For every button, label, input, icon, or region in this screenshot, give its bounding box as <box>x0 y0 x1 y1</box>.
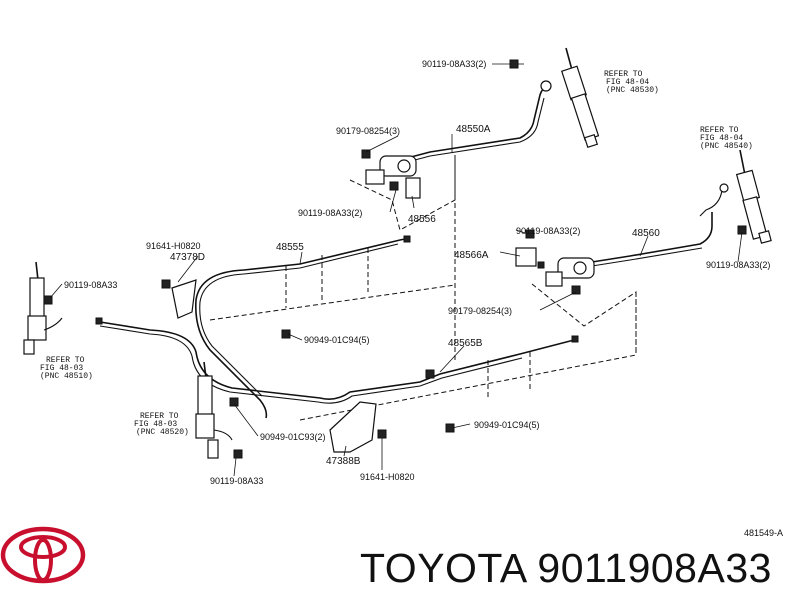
group-outline-right <box>531 283 637 355</box>
label-90119-08a33-right1: 90119-08A33(2) <box>516 226 580 236</box>
svg-text:(PNC 48530): (PNC 48530) <box>606 86 659 95</box>
brand-caption: TOYOTA 9011908A33 <box>360 545 772 591</box>
label-48555: 48555 <box>276 242 304 253</box>
label-90119-08a33-top: 90119-08A33(2) <box>422 59 486 69</box>
toyota-logo-icon <box>0 526 86 584</box>
svg-text:FIG 48-03: FIG 48-03 <box>40 364 83 373</box>
refer-block-48530: REFER TO FIG 48-04 (PNC 48530) <box>604 70 659 95</box>
svg-text:REFER TO: REFER TO <box>140 412 179 421</box>
label-90179-08254-top: 90179-08254(3) <box>336 126 400 136</box>
pipe-48555-clamps <box>285 248 369 308</box>
pipe-main-upper <box>194 269 268 419</box>
pipe-48555 <box>243 237 411 271</box>
label-47388b: 47388B <box>326 456 361 467</box>
pipe-main-upper-inner <box>199 273 263 397</box>
leader-lines <box>49 63 743 477</box>
label-90119-08a33-right2: 90119-08A33(2) <box>706 260 770 270</box>
label-48560: 48560 <box>632 228 660 239</box>
label-47378d: 47378D <box>170 252 205 263</box>
label-90119-08a33-left: 90119-08A33 <box>64 280 117 290</box>
label-90119-08a33-mid: 90119-08A33(2) <box>298 208 362 218</box>
group-outline-mid <box>209 284 456 321</box>
svg-text:(PNC 48520): (PNC 48520) <box>136 428 189 437</box>
label-90119-08a33-bottom: 90119-08A33 <box>210 476 263 486</box>
label-90949-01c94-b: 90949-01C94(5) <box>474 420 540 430</box>
pipe-48555-inner <box>243 243 399 275</box>
pipe-48560 <box>591 212 713 263</box>
svg-text:REFER TO: REFER TO <box>700 126 739 135</box>
label-diagram-number: 481549-A <box>744 528 783 538</box>
bracket-47378d <box>161 279 197 319</box>
refer-block-48520: REFER TO FIG 48-03 (PNC 48520) <box>134 412 189 437</box>
label-48566a: 48566A <box>454 250 489 261</box>
svg-text:(PNC 48540): (PNC 48540) <box>700 142 753 151</box>
shock-absorber-fr <box>195 361 243 459</box>
svg-text:REFER TO: REFER TO <box>604 70 643 79</box>
label-48565b: 48565B <box>448 338 483 349</box>
shock-absorber-rr-upper <box>540 47 600 149</box>
svg-text:REFER TO: REFER TO <box>46 356 85 365</box>
label-90179-08254-bottom: 90179-08254(3) <box>448 306 512 316</box>
shock-absorber-rr-right <box>699 149 772 244</box>
svg-text:FIG 48-03: FIG 48-03 <box>134 420 177 429</box>
refer-block-48510: REFER TO FIG 48-03 (PNC 48510) <box>40 356 93 381</box>
svg-text:FIG 48-04: FIG 48-04 <box>700 134 743 143</box>
label-91641-h0820-bottom: 91641-H0820 <box>360 472 415 482</box>
svg-text:FIG 48-04: FIG 48-04 <box>606 78 649 87</box>
pipe-48565b-clamps <box>487 352 531 400</box>
pipe-48550a-inner <box>391 97 545 167</box>
bracket-47388b <box>329 401 387 453</box>
shock-absorber-fl <box>23 261 63 355</box>
svg-text:(PNC 48510): (PNC 48510) <box>40 372 93 381</box>
refer-block-48540: REFER TO FIG 48-04 (PNC 48540) <box>700 126 753 151</box>
pipe-48560-inner <box>591 247 703 267</box>
group-outline-upper <box>349 155 456 231</box>
clips <box>95 235 579 433</box>
bolt-90119-top <box>509 59 524 69</box>
label-48550a: 48550A <box>456 124 491 135</box>
pipe-main-lower <box>99 321 575 400</box>
label-90949-01c94-a: 90949-01C94(5) <box>304 335 370 345</box>
control-cylinder-right <box>515 229 595 295</box>
label-48556: 48556 <box>408 214 436 225</box>
control-cylinder-upper <box>361 149 421 199</box>
label-90949-01c93: 90949-01C93(2) <box>260 432 326 442</box>
label-91641-h0820-top: 91641-H0820 <box>146 241 201 251</box>
